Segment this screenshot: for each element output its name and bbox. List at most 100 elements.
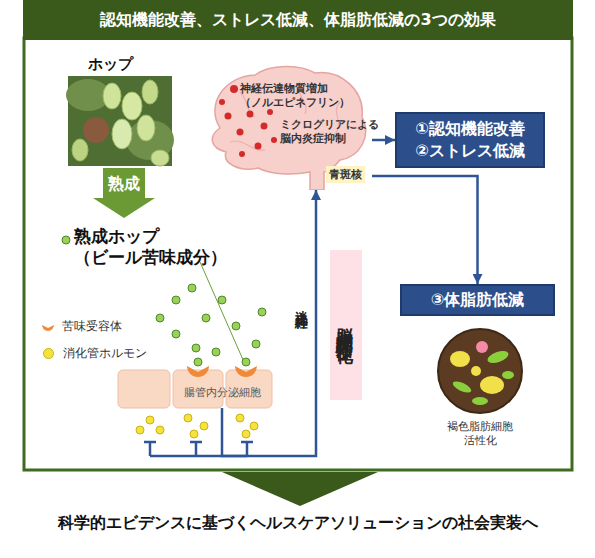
process-arrow: 熟成 [93,168,155,218]
decor-shape [438,329,522,413]
band-text: 脳腸相関活性化 [335,315,358,336]
decor-shape [156,426,164,434]
decor-shape [472,397,488,405]
decor-shape [156,314,164,322]
brain-node: 神経伝達物質増加 （ノルエピネフリン）ミクログリアによる 脳内炎症抑制青斑核 [200,62,372,190]
decor-shape [502,371,514,379]
note-text: 神経伝達物質増加 （ノルエピネフリン） [240,82,364,111]
decor-shape [236,414,244,422]
decor-shape [190,441,202,444]
legend-symbol [40,318,56,334]
decor-shape [93,168,155,218]
decor-shape [137,115,155,141]
decor-shape [83,117,109,143]
decor-shape [184,414,192,422]
cell-circle: 褐色脂肪細胞 活性化 [432,327,528,455]
decor-shape [146,416,154,424]
connector-arrow [372,139,395,142]
decor-shape [118,370,170,408]
effect-box: ③体脂肪低減 [400,284,555,316]
effect-text: ①認知機能改善 [415,118,525,140]
decor-shape [136,426,144,434]
decor-shape [242,358,250,366]
decor-shape [195,442,198,456]
decor-shape [144,441,156,444]
decor-shape [241,441,253,444]
decor-shape [142,80,158,104]
nerve-wires [144,442,253,456]
decor-shape [187,366,209,377]
legend-row: 消化管ホルモン [40,346,147,361]
legend-text: 苦味受容体 [62,319,122,334]
decor-shape [151,150,169,166]
cell-label: 褐色脂肪細胞 活性化 [432,419,528,447]
bitter-compound-dots [156,284,266,356]
part-name: ホップ [88,55,133,74]
decor-shape [200,422,208,430]
decor-shape [451,379,473,395]
decor-shape [103,83,121,109]
decor-shape [247,111,254,118]
decor-shape [149,442,152,456]
effect-box: ①認知機能改善②ストレス低減 [395,112,545,168]
decor-shape [122,92,142,120]
legend-swatch [43,348,54,359]
down-chevron [222,472,378,506]
hormone-dots [136,414,258,438]
decor-shape [271,137,277,143]
decor-shape [258,308,266,316]
decor-shape [235,366,257,377]
decor-shape [242,430,250,438]
decor-shape [471,366,481,376]
bitter-receptor [187,358,257,377]
decor-shape [486,349,510,366]
part-name: 熟成ホップ （ビール苦味成分） [74,226,244,269]
title-text: 認知機能改善、ストレス低減、体脂肪低減の3つの効果 [24,0,572,40]
hop-photo [66,76,174,166]
decor-shape [476,341,488,353]
decor-shape [172,296,180,304]
decor-shape [267,109,273,115]
decor-shape [188,284,196,292]
decor-shape [112,119,132,149]
brown-fat-cell-shape [432,327,528,415]
caption-text: 科学的エビデンスに基づくヘルスケアソリューションの社会実装へ [0,513,595,534]
decor-shape [450,351,470,367]
decor-shape [230,85,238,93]
title-banner [23,0,573,40]
effect-text: ③体脂肪低減 [431,290,525,311]
decor-shape [255,143,262,150]
decor-shape [172,330,180,338]
decor-shape [212,348,220,356]
connector-arrow [222,190,316,456]
decor-shape [246,442,249,456]
band-box: 脳腸相関活性化 [330,250,362,400]
decor-shape [192,344,200,352]
receptor-symbol [40,318,56,334]
decor-shape [250,422,258,430]
note-text: ミクログリアによる 脳内炎症抑制 [280,118,382,145]
edge-label: 迷走神経 [292,300,310,308]
decor-shape [190,430,198,438]
decor-shape [72,139,88,161]
decor-shape [202,314,210,322]
decor-shape [252,340,260,348]
decor-shape [239,151,245,157]
decor-shape [261,123,268,130]
cell-node: 腸管内分泌細胞 [172,384,272,408]
decor-shape [219,99,225,105]
decor-shape [150,455,222,458]
decor-shape [219,85,277,157]
decor-shape [232,322,240,330]
connector-arrow [372,176,478,284]
effect-text: ②ストレス低減 [415,140,525,162]
legend-row: 苦味受容体 [40,318,122,334]
decor-shape [218,296,226,304]
region-label: 青斑核 [326,166,365,183]
decor-shape [194,358,202,366]
decor-shape [480,376,504,394]
process-text: 熟成 [93,174,155,195]
decor-shape [225,113,232,120]
